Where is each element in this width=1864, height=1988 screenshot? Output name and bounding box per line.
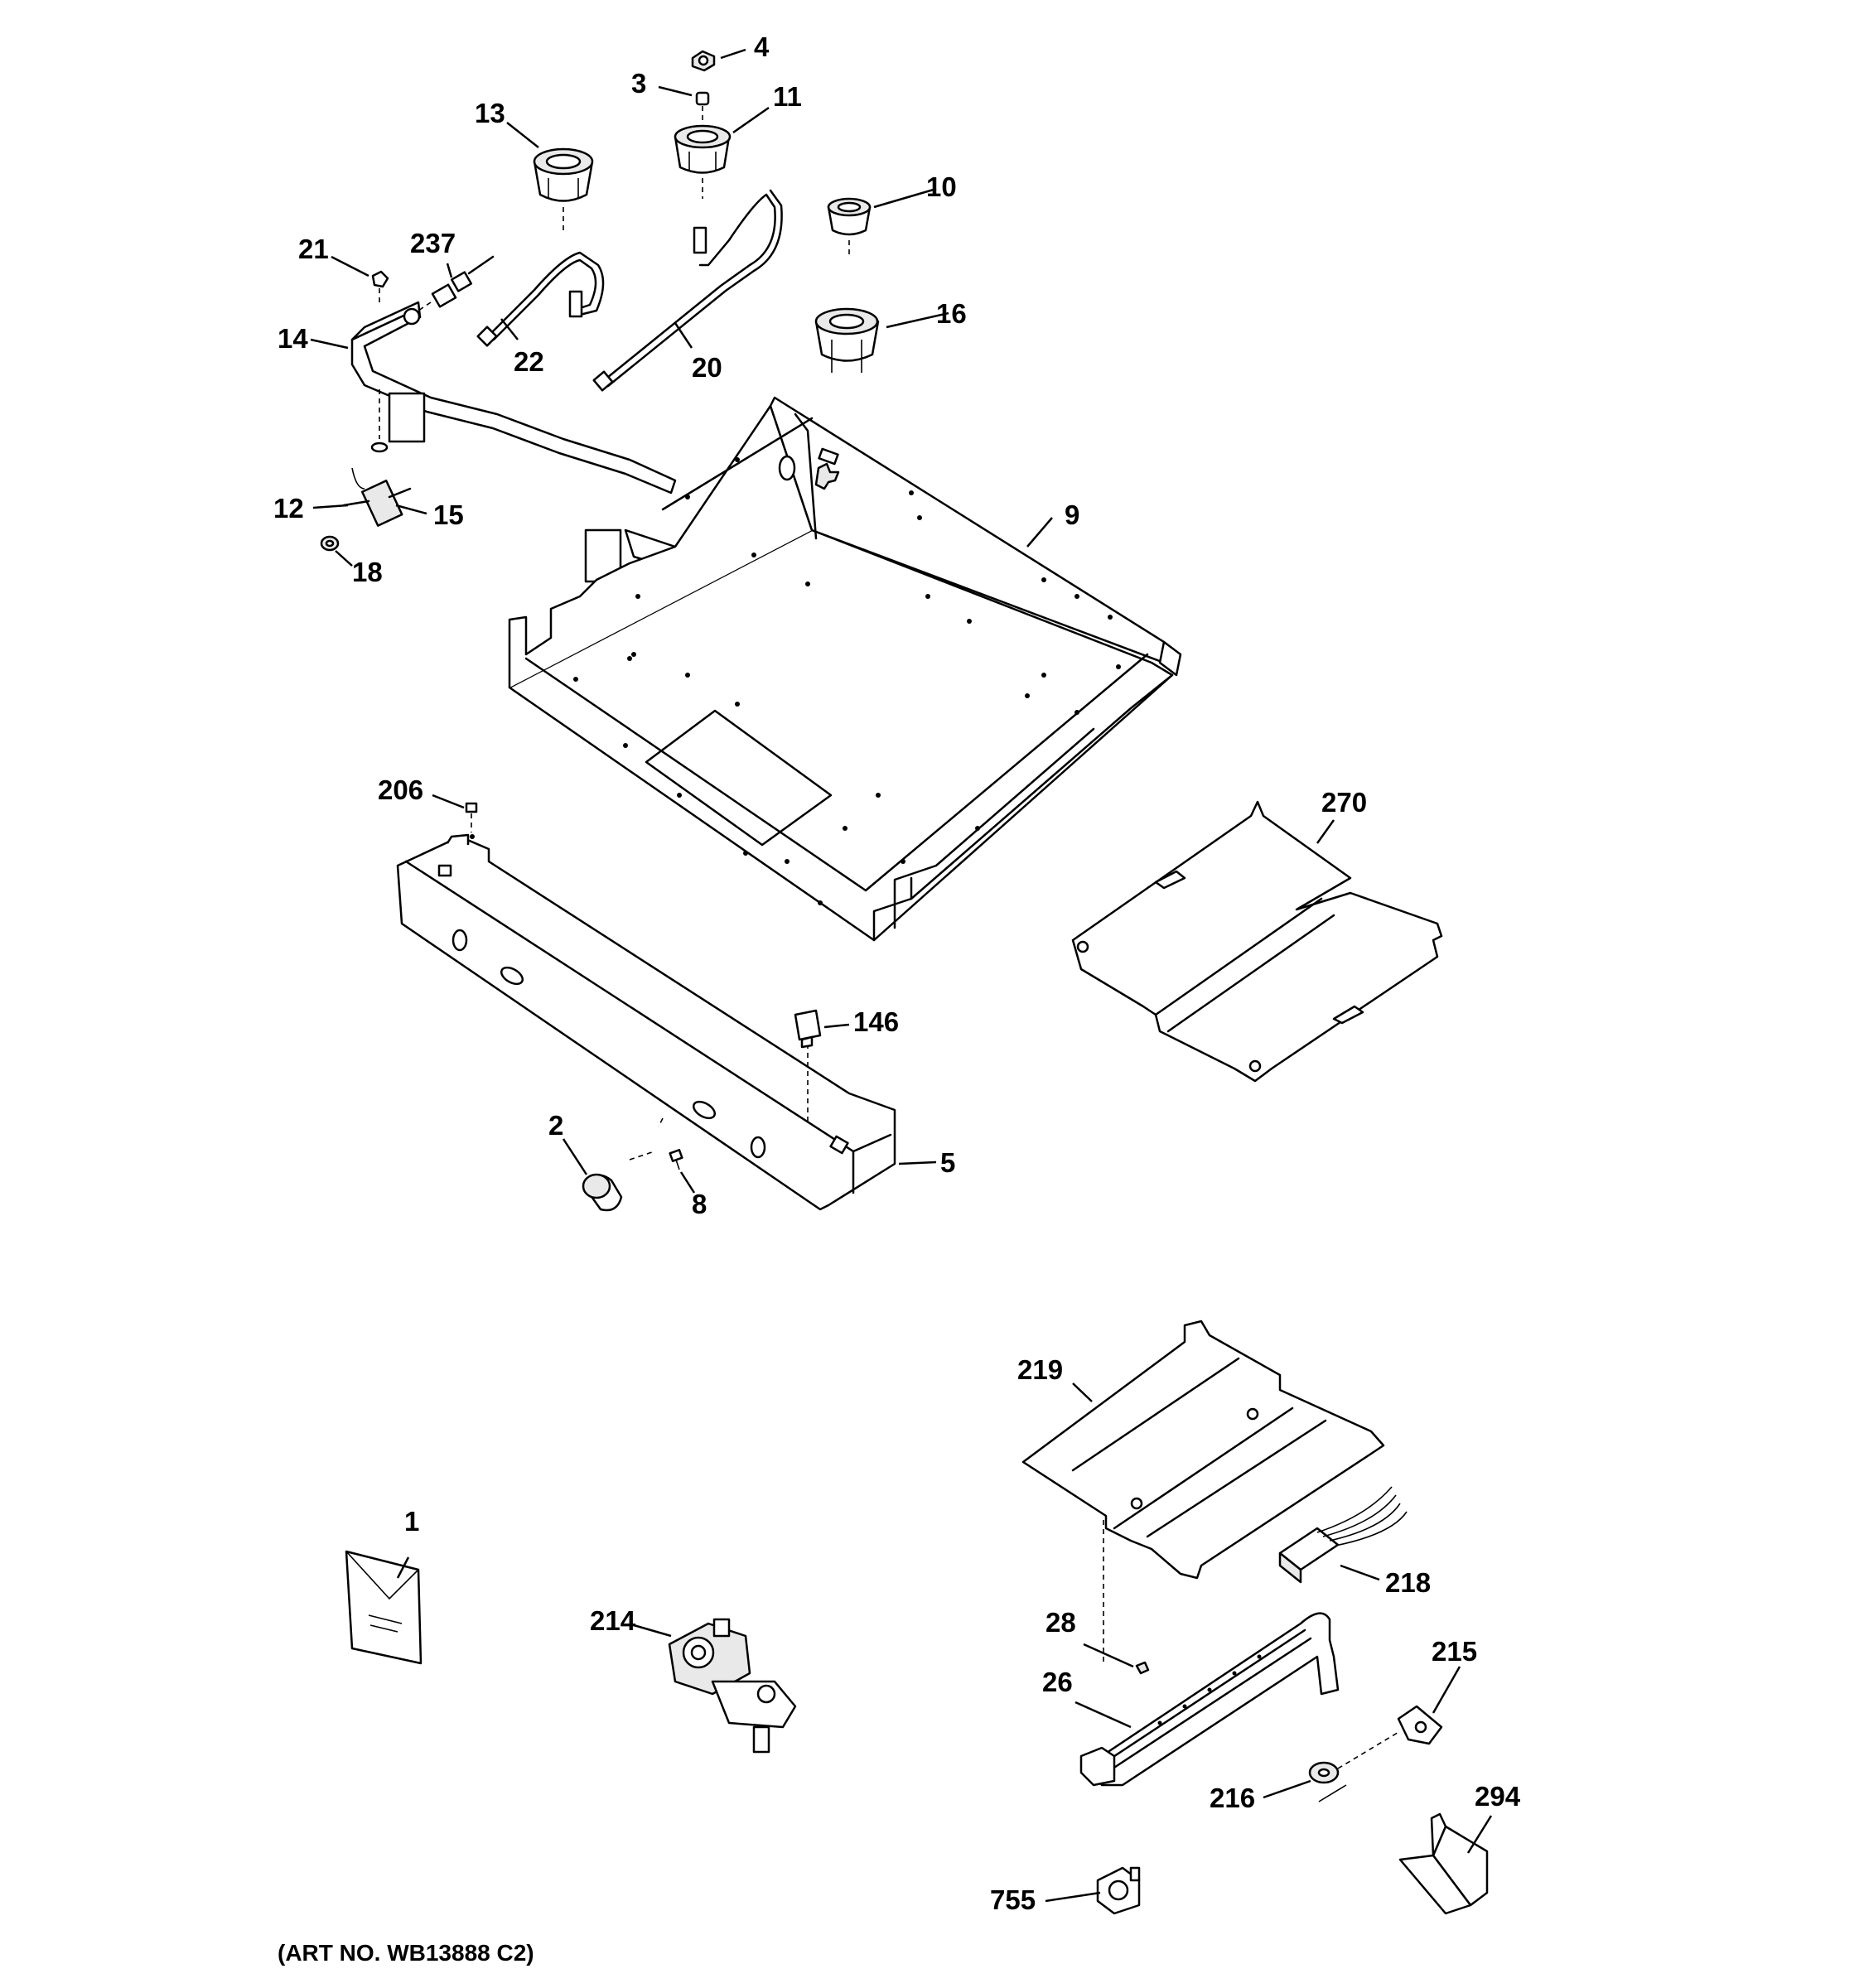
screw-3 <box>695 91 710 124</box>
fitting-237 <box>418 255 495 311</box>
screw-28 <box>1135 1661 1150 1675</box>
callout-218: 218 <box>1385 1567 1431 1598</box>
shield-270 <box>1071 800 1443 1083</box>
clip-146 <box>794 1009 822 1049</box>
knob-2 <box>582 1151 655 1212</box>
callout-5: 5 <box>940 1147 955 1178</box>
callout-12: 12 <box>273 493 304 524</box>
shield-219 <box>1021 1320 1385 1665</box>
art-number: (ART NO. WB13888 C2) <box>278 1940 534 1966</box>
callout-1: 1 <box>404 1506 419 1537</box>
callout-26: 26 <box>1042 1667 1073 1697</box>
callout-270: 270 <box>1321 787 1367 818</box>
burner-head-13 <box>533 147 594 232</box>
callout-294: 294 <box>1475 1781 1521 1812</box>
callout-11: 11 <box>773 81 802 112</box>
callout-13: 13 <box>475 98 505 128</box>
washer-216 <box>1308 1730 1401 1802</box>
callout-3: 3 <box>631 68 646 99</box>
manifold-panel-5 <box>396 833 896 1211</box>
envelope-1 <box>345 1550 423 1665</box>
burner-head-10 <box>827 197 872 257</box>
callout-237: 237 <box>410 228 456 258</box>
callout-216: 216 <box>1210 1783 1255 1813</box>
callout-9: 9 <box>1065 499 1079 530</box>
gas-tube-20 <box>592 189 783 392</box>
manifold-14 <box>350 301 685 583</box>
leader-lines <box>310 48 1493 1903</box>
callout-8: 8 <box>692 1189 707 1219</box>
screw-8 <box>669 1148 683 1170</box>
callout-146: 146 <box>853 1006 899 1037</box>
callout-22: 22 <box>514 346 544 377</box>
callout-14: 14 <box>278 323 308 354</box>
ignitor-bracket-215 <box>1397 1705 1443 1745</box>
callout-206: 206 <box>378 774 423 805</box>
callout-16: 16 <box>936 298 967 329</box>
callout-4: 4 <box>754 31 770 62</box>
thermostat-755 <box>1096 1866 1141 1915</box>
callout-15: 15 <box>433 499 464 530</box>
screw-206 <box>465 802 478 832</box>
callout-214: 214 <box>590 1605 636 1636</box>
ignitor-module-218 <box>1278 1486 1408 1584</box>
bracket-294 <box>1398 1812 1489 1915</box>
callout-21: 21 <box>298 234 329 264</box>
burner-head-16 <box>814 307 880 373</box>
burner-head-11 <box>674 124 732 199</box>
nut-4 <box>691 50 716 72</box>
callout-219: 219 <box>1017 1354 1063 1385</box>
callout-20: 20 <box>692 352 722 383</box>
orifice-21 <box>371 270 389 302</box>
washer-18 <box>320 535 340 552</box>
gas-tube-22 <box>476 251 605 347</box>
callout-18: 18 <box>352 557 383 587</box>
callout-755: 755 <box>990 1884 1036 1915</box>
callout-28: 28 <box>1045 1607 1076 1638</box>
callout-215: 215 <box>1432 1636 1477 1667</box>
callout-10: 10 <box>926 171 957 202</box>
callout-2: 2 <box>548 1110 563 1141</box>
valve-12-15 <box>342 389 412 527</box>
burner-box-9 <box>508 396 1182 942</box>
callout-labels: 4 3 11 13 10 16 21 237 14 22 20 9 12 15 … <box>273 31 1521 1966</box>
oven-burner-26 <box>1079 1612 1340 1787</box>
gas-valve-214 <box>668 1618 797 1754</box>
